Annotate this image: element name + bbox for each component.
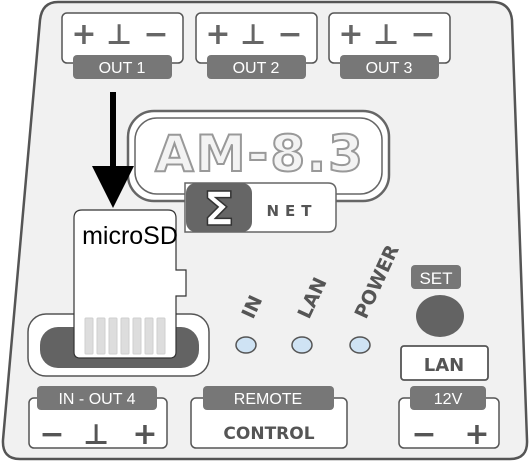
in-out4-label: IN - OUT 4 <box>58 391 135 408</box>
terminal-minus: − <box>277 17 302 52</box>
set-button-knob[interactable] <box>416 295 464 337</box>
terminal-plus: + <box>132 417 157 452</box>
output-terminal-1: + ⊥ − OUT 1 <box>61 12 184 79</box>
terminal-plus: + <box>205 17 230 52</box>
power-12v-label: 12V <box>434 391 463 408</box>
lan-port: LAN <box>400 345 489 381</box>
in-out4-terminal: IN - OUT 4 − ⊥ + <box>28 386 168 452</box>
terminal-plus: + <box>464 417 489 452</box>
remote-control-port: REMOTE CONTROL <box>190 386 348 449</box>
terminal-ground: ⊥ <box>106 18 132 51</box>
model-badge: AM-8.3 <box>126 109 391 203</box>
output-label: OUT 1 <box>99 60 146 77</box>
terminal-plus: + <box>71 17 96 52</box>
brand-text: NET <box>266 202 317 220</box>
output-label: OUT 3 <box>366 60 413 77</box>
terminal-plus: + <box>338 17 363 52</box>
led-indicator <box>235 336 257 354</box>
remote-label: REMOTE <box>234 391 302 408</box>
set-button[interactable]: SET <box>411 265 464 337</box>
output-label: OUT 2 <box>233 60 280 77</box>
led-indicator <box>349 336 371 354</box>
terminal-minus: − <box>411 417 436 452</box>
output-terminal-2: + ⊥ − OUT 2 <box>195 12 318 79</box>
output-terminal-3: + ⊥ − OUT 3 <box>328 12 451 79</box>
terminal-ground: ⊥ <box>83 418 109 451</box>
microsd-card: microSD <box>73 209 187 359</box>
terminal-minus: − <box>143 17 168 52</box>
down-arrow-icon <box>92 92 134 208</box>
brand-logo: Σ NET <box>184 181 337 237</box>
terminal-minus: − <box>410 17 435 52</box>
microsd-contacts <box>84 317 166 355</box>
control-label: CONTROL <box>223 424 314 444</box>
sigma-icon: Σ <box>203 182 234 236</box>
terminal-ground: ⊥ <box>240 18 266 51</box>
sigma-box <box>186 183 252 232</box>
terminal-ground: ⊥ <box>373 18 399 51</box>
power-12v-terminal: 12V − + <box>398 386 500 452</box>
microsd-label: microSD <box>82 222 178 250</box>
terminal-minus: − <box>39 417 64 452</box>
model-name: AM-8.3 <box>155 125 365 183</box>
led-indicator <box>291 336 313 354</box>
set-label: SET <box>419 269 452 288</box>
lan-port-label: LAN <box>424 355 464 376</box>
